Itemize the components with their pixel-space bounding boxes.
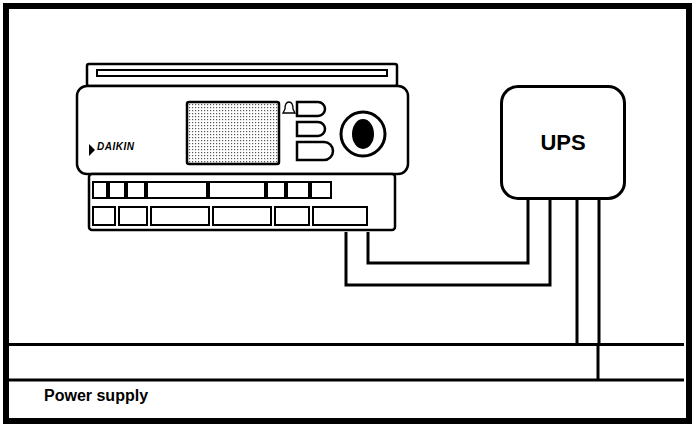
- supply-wire: [597, 345, 600, 380]
- controller-part: [87, 64, 397, 86]
- controller-part: [97, 70, 387, 76]
- controller-part: [93, 207, 115, 225]
- control-knob: [341, 112, 385, 156]
- wire-outer: [576, 200, 601, 343]
- controller-part: [127, 182, 145, 198]
- ups-box: UPS: [500, 85, 626, 200]
- node-label: UPS: [540, 130, 585, 156]
- controller-part: [313, 207, 367, 225]
- control-button: [297, 122, 325, 136]
- brand-logo: DAIKIN: [97, 141, 134, 152]
- control-button: [297, 142, 333, 160]
- controller-part: [77, 86, 408, 174]
- controller-part: [151, 207, 209, 225]
- controller-part: [147, 182, 207, 198]
- controller-part: [93, 182, 107, 198]
- wire-pair: [588, 200, 589, 343]
- band-line: [9, 379, 684, 382]
- controller-part: [89, 174, 395, 230]
- controller-part: [119, 207, 147, 225]
- logo-mark: [89, 144, 95, 156]
- controller-unit: DAIKIN: [75, 62, 410, 232]
- controller-part: [213, 207, 271, 225]
- knob-center: [352, 119, 374, 149]
- controller-part: [209, 182, 265, 198]
- wire-gap: [579, 200, 598, 343]
- node-label: Power supply: [44, 387, 148, 405]
- controller-part: [311, 182, 331, 198]
- controller-part: [109, 182, 125, 198]
- controller-part: [267, 182, 285, 198]
- controller-part: [187, 102, 279, 164]
- control-button: [297, 102, 325, 116]
- controller-part: [287, 182, 309, 198]
- power-supply-band: Power supply: [9, 343, 684, 413]
- controller-part: [275, 207, 309, 225]
- alarm-icon: [283, 102, 295, 113]
